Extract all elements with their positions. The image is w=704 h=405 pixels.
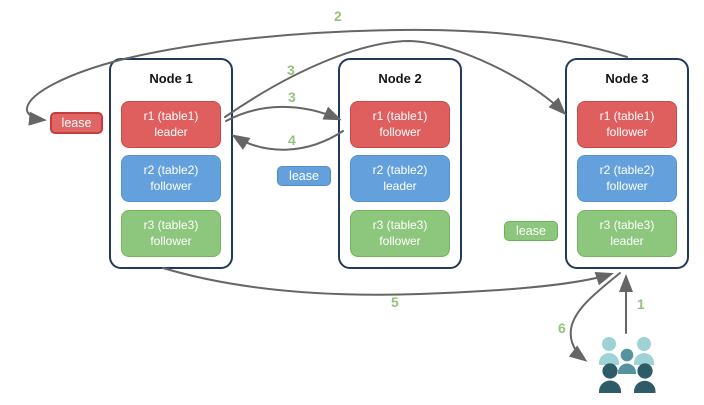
replica-role: leader: [610, 233, 644, 248]
node-1-replica-r2: r2 (table2) follower: [121, 155, 221, 202]
step-label-3b: 3: [288, 89, 296, 105]
replica-name: r2 (table2): [372, 162, 428, 177]
node-3-replica-r2: r2 (table2) follower: [577, 155, 677, 202]
lease-badge-table3: lease: [504, 221, 558, 241]
user-back-left: [599, 337, 619, 365]
node-3-replica-r1: r1 (table1) follower: [577, 101, 677, 148]
lease-badge-table1: lease: [50, 112, 103, 134]
node-2-replica-r1: r1 (table1) follower: [350, 101, 450, 148]
node-1: Node 1 r1 (table1) leader r2 (table2) fo…: [109, 58, 233, 269]
step-label-5: 5: [391, 294, 399, 310]
arrow-step-3-to-node2: [225, 105, 342, 122]
replica-role: leader: [383, 178, 417, 193]
node-2-title: Node 2: [378, 71, 422, 86]
lease-badge-table2: lease: [277, 166, 331, 186]
replica-name: r3 (table3): [372, 217, 428, 232]
node-2: Node 2 r1 (table1) follower r2 (table2) …: [338, 58, 462, 269]
replica-name: r1 (table1): [372, 108, 428, 123]
replica-name: r1 (table1): [599, 108, 655, 123]
replica-name: r3 (table3): [143, 217, 199, 232]
replica-role: leader: [154, 124, 188, 139]
node-3-replica-r3: r3 (table3) leader: [577, 210, 677, 257]
replica-name: r2 (table2): [599, 162, 655, 177]
node-1-title: Node 1: [149, 71, 193, 86]
node-3-title: Node 3: [605, 71, 649, 86]
node-1-replica-r3: r3 (table3) follower: [121, 210, 221, 257]
replica-name: r2 (table2): [143, 162, 199, 177]
replica-role: follower: [379, 124, 421, 139]
replica-role: follower: [150, 178, 192, 193]
step-label-1: 1: [637, 296, 645, 312]
user-front-left: [599, 363, 621, 393]
user-front-right: [634, 363, 656, 393]
node-3: Node 3 r1 (table1) follower r2 (table2) …: [565, 58, 689, 269]
step-label-6: 6: [558, 320, 566, 336]
step-label-4: 4: [288, 132, 296, 148]
node-2-replica-r3: r3 (table3) follower: [350, 210, 450, 257]
replica-role: follower: [150, 233, 192, 248]
users-icon: [599, 337, 656, 393]
replica-name: r1 (table1): [143, 108, 199, 123]
step-label-3a: 3: [287, 62, 295, 78]
replica-name: r3 (table3): [599, 217, 655, 232]
replica-role: follower: [606, 178, 648, 193]
node-1-replica-r1: r1 (table1) leader: [121, 101, 221, 148]
replica-role: follower: [606, 124, 648, 139]
arrow-step-5: [162, 267, 614, 296]
replica-role: follower: [379, 233, 421, 248]
node-2-replica-r2: r2 (table2) leader: [350, 155, 450, 202]
user-back-right: [634, 337, 654, 365]
step-label-2: 2: [334, 8, 342, 24]
user-middle: [618, 348, 636, 374]
